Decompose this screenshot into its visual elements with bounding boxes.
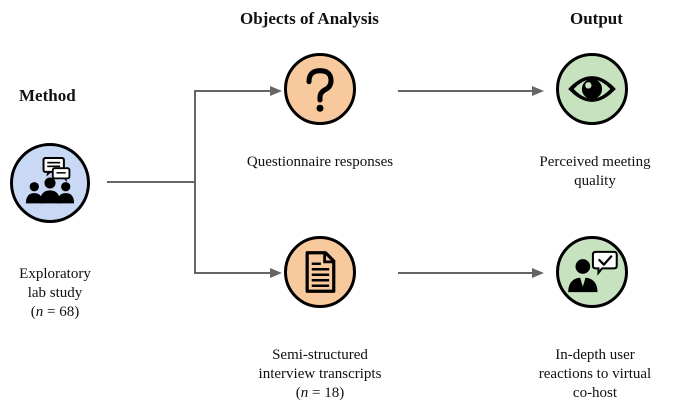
connector-top-output	[398, 90, 534, 92]
eye-icon	[556, 53, 628, 125]
method-heading: Method	[19, 86, 76, 105]
method-caption-line2: lab study	[27, 285, 83, 301]
arrow-to-user-reactions	[532, 268, 544, 278]
branch-vertical	[194, 90, 196, 274]
transcripts-sample-size: (n = 18)	[295, 385, 345, 401]
method-caption-line1: Exploratory	[19, 266, 91, 282]
user-reactions-caption: In-depth user reactions to virtual co-ho…	[525, 346, 665, 403]
user-chat-check-icon	[556, 236, 628, 308]
questionnaire-caption: Questionnaire responses	[225, 153, 415, 172]
branch-top	[194, 90, 272, 92]
question-mark-icon	[284, 53, 356, 125]
method-connector	[107, 181, 195, 183]
user-reactions-caption-line1: In-depth user	[555, 347, 635, 363]
arrow-to-transcripts	[270, 268, 282, 278]
transcripts-caption-line2: interview transcripts	[258, 366, 382, 382]
objects-heading: Objects of Analysis	[240, 9, 379, 28]
questionnaire-caption-line1: Questionnaire responses	[246, 154, 394, 170]
user-reactions-caption-line3: co-host	[572, 385, 618, 401]
meeting-quality-caption-line1: Perceived meeting	[539, 154, 651, 170]
output-heading: Output	[570, 9, 623, 28]
meeting-quality-caption: Perceived meeting quality	[525, 153, 665, 191]
transcripts-caption-line1: Semi-structured	[272, 347, 368, 363]
arrow-to-questionnaire	[270, 86, 282, 96]
method-sample-size: (n = 68)	[30, 304, 80, 320]
connector-bottom-output	[398, 272, 534, 274]
document-icon	[284, 236, 356, 308]
user-reactions-caption-line2: reactions to virtual	[538, 366, 652, 382]
method-caption: Exploratory lab study (n = 68)	[0, 265, 110, 322]
meeting-quality-caption-line2: quality	[574, 173, 616, 189]
arrow-to-meeting-quality	[532, 86, 544, 96]
transcripts-caption: Semi-structured interview transcripts (n…	[235, 346, 405, 403]
group-discussion-icon	[10, 143, 90, 223]
branch-bottom	[194, 272, 272, 274]
